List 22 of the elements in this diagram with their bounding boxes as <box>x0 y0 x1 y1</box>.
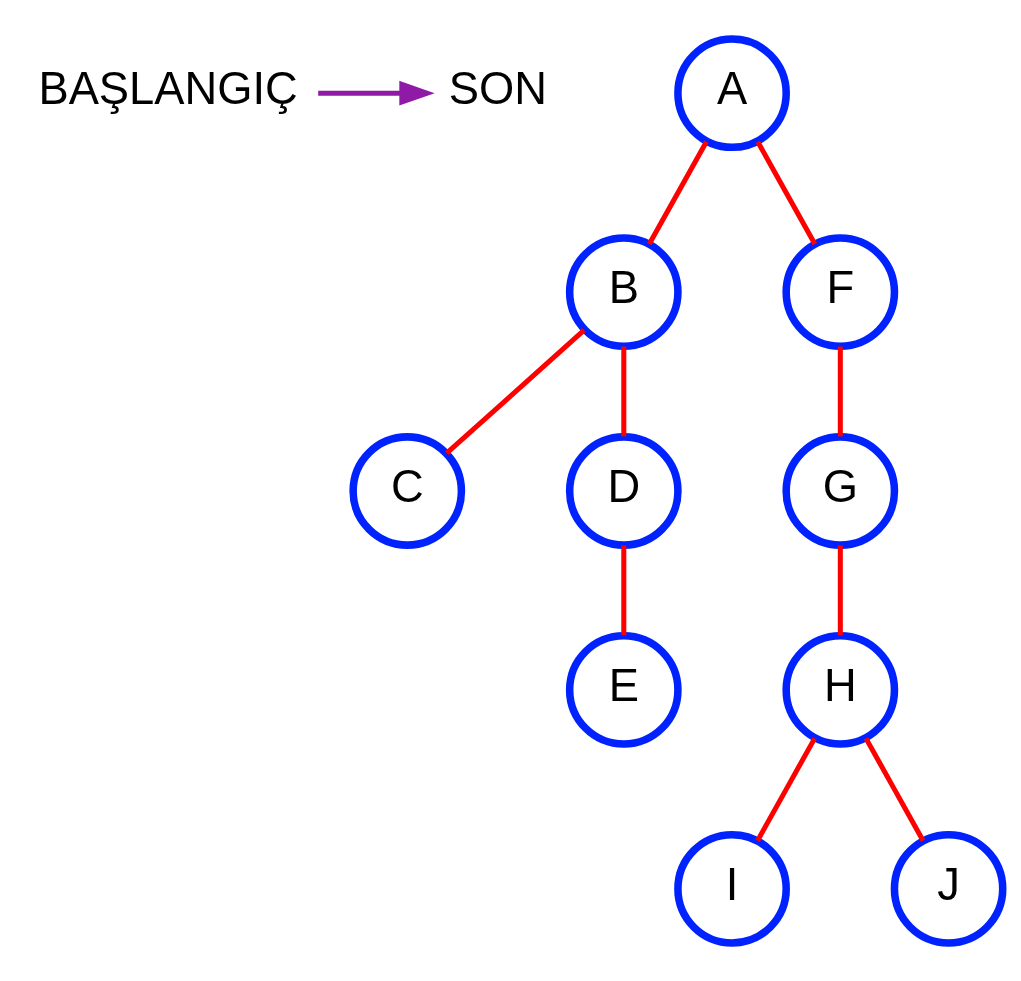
connector <box>755 736 817 842</box>
node-circle: B <box>565 233 682 350</box>
node-circle: H <box>782 631 899 748</box>
node-text: BAŞLANGIÇ <box>38 62 298 114</box>
connector <box>621 544 627 635</box>
connector <box>863 736 926 842</box>
node-circle: I <box>674 830 790 947</box>
node-circle: E <box>565 631 682 748</box>
connector <box>647 139 709 245</box>
node-circle: C <box>349 432 466 549</box>
node-text: SON <box>448 62 547 114</box>
node-circle: F <box>782 233 899 350</box>
connector <box>837 544 843 635</box>
node-circle: J <box>890 830 1007 947</box>
connector <box>621 346 627 436</box>
node-circle: D <box>565 432 682 549</box>
connector <box>837 346 843 436</box>
connector <box>755 139 818 245</box>
connector <box>445 327 586 455</box>
node-circle: G <box>782 432 899 549</box>
node-circle: A <box>674 34 790 151</box>
arrow <box>318 80 435 106</box>
